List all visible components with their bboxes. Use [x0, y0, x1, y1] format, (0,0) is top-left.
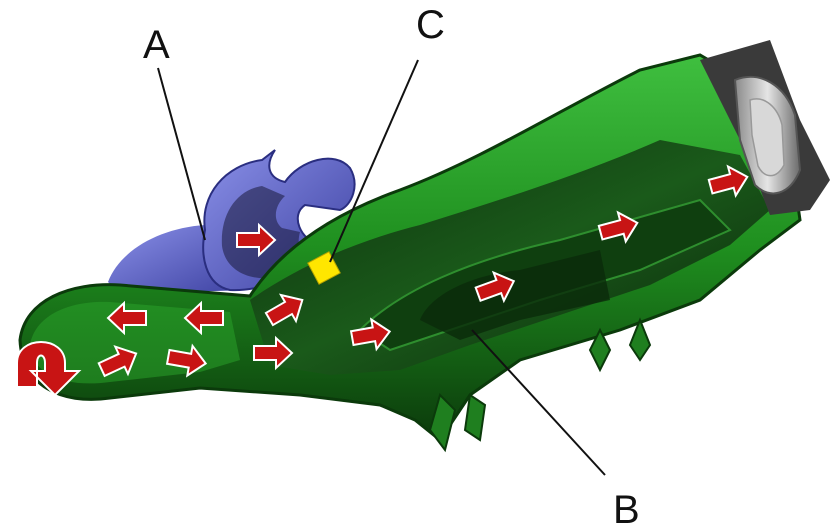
label-a: A	[143, 23, 170, 67]
label-c: C	[416, 3, 445, 47]
label-b: B	[613, 488, 640, 531]
leader-line-a	[158, 68, 205, 240]
